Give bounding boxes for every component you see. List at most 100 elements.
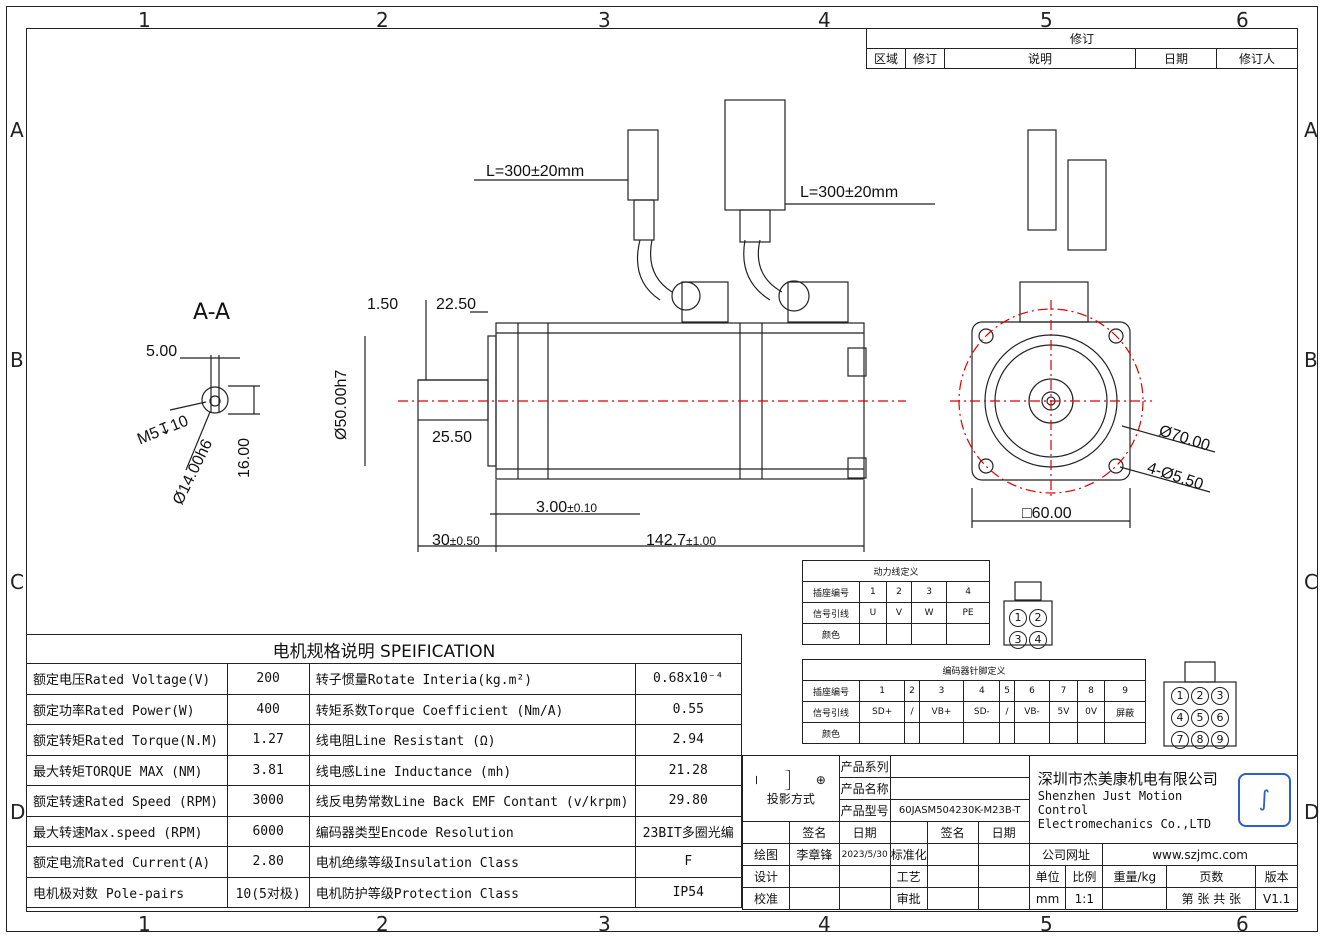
- dim-142: 142.7±1.00: [646, 532, 716, 550]
- zone-col-bottom: 6: [1236, 912, 1249, 936]
- table-cell: [1013, 722, 1051, 744]
- table-cell: /: [999, 701, 1015, 723]
- table-cell: 5: [999, 680, 1015, 702]
- zone-col-bottom: 4: [818, 912, 831, 936]
- zone-col-bottom: 2: [376, 912, 389, 936]
- tb-blank-2: [889, 821, 928, 844]
- spec-cell: 21.28: [634, 754, 742, 786]
- unit-label: 单位: [1028, 865, 1067, 888]
- std-label: 标准化: [889, 843, 928, 866]
- spec-table: 电机规格说明 SPEIFICATION 额定电压Rated Voltage(V)…: [26, 634, 742, 908]
- dim-25-50: 25.50: [432, 429, 473, 446]
- pin-number: 6: [1211, 709, 1229, 727]
- std-sign: [926, 843, 979, 866]
- table-row: 颜色: [802, 623, 990, 645]
- draw-date: 2023/5/30: [838, 843, 891, 866]
- shaft-section: [201, 386, 229, 414]
- table-cell: 9: [1104, 680, 1146, 702]
- name-label: 产品名称: [838, 777, 891, 800]
- weight-value: [1102, 887, 1168, 910]
- table-cell: SD-: [963, 701, 1001, 723]
- spec-cell: 3.81: [226, 754, 310, 786]
- zone-col-bottom: 3: [598, 912, 611, 936]
- table-cell: [859, 623, 887, 645]
- table-cell: 插座编号: [802, 581, 860, 603]
- dim-142-tol: ±1.00: [686, 534, 716, 548]
- table-cell: 4: [946, 581, 990, 603]
- design-label: 设计: [742, 865, 790, 888]
- table-cell: 信号引线: [802, 701, 860, 723]
- check-date: [838, 887, 891, 910]
- zone-col-bottom: 1: [138, 912, 151, 936]
- zone-row-left: A: [10, 118, 24, 142]
- sheet-value: 第 张 共 张: [1166, 887, 1257, 910]
- pin-number: 4: [1029, 631, 1047, 649]
- pin-number: 8: [1191, 731, 1209, 749]
- design-date: [838, 865, 891, 888]
- spec-title: 电机规格说明 SPEIFICATION: [26, 634, 742, 664]
- dim-3: 3.00±0.10: [536, 499, 597, 517]
- spec-cell: 线电阻Line Resistant (Ω): [308, 724, 636, 756]
- spec-cell: 400: [226, 693, 310, 725]
- spec-cell: 电机防护等级Protection Class: [308, 876, 636, 908]
- version-value: V1.1: [1255, 887, 1298, 910]
- dim-30: 30±0.50: [432, 532, 480, 550]
- dim-16: 16.00: [236, 437, 253, 478]
- spec-cell: F: [634, 846, 742, 878]
- table-cell: 屏蔽: [1104, 701, 1146, 723]
- pin-number: 1: [1171, 687, 1189, 705]
- approve-sign: [926, 887, 979, 910]
- projection-cell: ⊕投影方式: [742, 755, 840, 822]
- spec-cell: 0.68x10⁻⁴: [634, 663, 742, 695]
- table-cell: 1: [858, 680, 906, 702]
- craft-date: [977, 865, 1030, 888]
- spec-cell: 线反电势常数Line Back EMF Contant (v/krpm): [308, 785, 636, 817]
- pin-number: 3: [1009, 631, 1027, 649]
- spec-cell: 最大转速Max.speed (RPM): [26, 815, 228, 847]
- pin-number: 1: [1009, 609, 1027, 627]
- table-cell: 2: [885, 581, 913, 603]
- spec-cell: 最大转矩TORQUE MAX (NM): [26, 754, 228, 786]
- zone-row-right: A: [1304, 118, 1318, 142]
- table-cell: [1104, 722, 1146, 744]
- model-value: 60JASM504230K-M23B-T: [889, 799, 1030, 822]
- weight-label: 重量/kg: [1102, 865, 1168, 888]
- table-cell: [1076, 722, 1106, 744]
- power-title: 动力线定义: [802, 560, 990, 582]
- zone-col-top: 4: [818, 8, 831, 32]
- spec-cell: 10(5对极): [226, 876, 310, 908]
- craft-sign: [926, 865, 979, 888]
- zone-row-left: B: [10, 348, 24, 372]
- dim-3-tol: ±0.10: [567, 501, 598, 515]
- spec-cell: 6000: [226, 815, 310, 847]
- scale-value: 1:1: [1065, 887, 1104, 910]
- scale-label: 比例: [1065, 865, 1104, 888]
- pin-number: 9: [1211, 731, 1229, 749]
- website: www.szjmc.com: [1102, 843, 1298, 866]
- dim-3-val: 3.00: [536, 499, 568, 516]
- projection-label: 投影方式: [766, 792, 815, 806]
- spec-cell: 编码器类型Encode Resolution: [308, 815, 636, 847]
- table-cell: PE: [946, 602, 990, 624]
- model-label: 产品型号: [838, 799, 891, 822]
- approve-date: [977, 887, 1030, 910]
- projection-icon-a: [755, 770, 790, 790]
- dim-142-val: 142.7: [646, 532, 687, 549]
- zone-col-top: 5: [1040, 8, 1053, 32]
- zone-row-left: D: [10, 800, 26, 824]
- pin-number: 5: [1191, 709, 1209, 727]
- company-en1: Shenzhen Just Motion Control: [1037, 789, 1183, 817]
- page-label: 页数: [1166, 865, 1257, 888]
- table-cell: 3: [918, 680, 965, 702]
- spec-cell: 2.80: [226, 846, 310, 878]
- table-cell: 3: [911, 581, 948, 603]
- table-cell: 5V: [1049, 701, 1078, 723]
- table-cell: /: [904, 701, 920, 723]
